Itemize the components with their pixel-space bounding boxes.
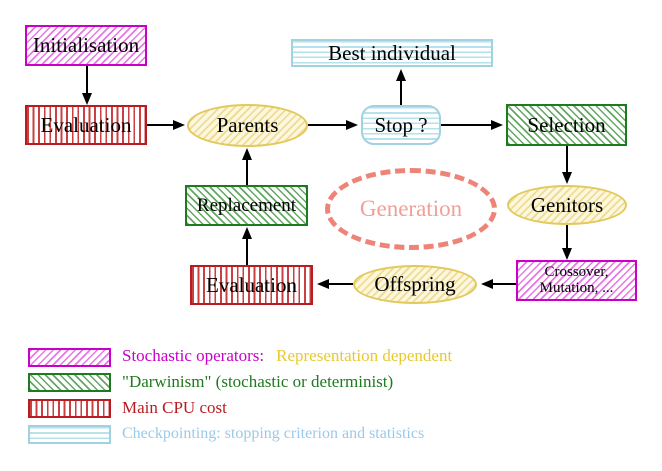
node-crossover-mutation: Crossover, Mutation, ...	[516, 260, 637, 301]
node-initialisation-label: Initialisation	[32, 33, 140, 58]
arrowhead-down-icon	[562, 172, 572, 184]
legend-label-stochastic-operators: Stochastic operators:	[122, 346, 265, 365]
legend-row-stochastic-operators: Stochastic operators: Representation depe…	[122, 346, 452, 366]
arrow-line-stop-to-selection	[441, 124, 492, 126]
arrowhead-left-icon	[481, 279, 493, 289]
generation-label: Generation	[359, 196, 463, 221]
legend-label-darwinism: "Darwinism" (stochastic or determinist)	[122, 372, 394, 391]
node-parents-label: Parents	[216, 113, 279, 138]
arrowhead-right-icon	[491, 120, 503, 130]
arrow-line-init-to-evaluation	[86, 66, 88, 94]
arrowhead-up-icon	[242, 227, 252, 239]
arrowhead-up-icon	[396, 69, 406, 81]
arrow-line-parents-to-stop	[308, 124, 347, 126]
node-offspring-label: Offspring	[374, 272, 456, 297]
arrowhead-right-icon	[346, 120, 358, 130]
generation-loop-ellipse: Generation	[325, 168, 497, 250]
arrow-line-genitors-to-crossover	[566, 225, 568, 249]
arrow-line-evaluation-to-replacement	[246, 239, 248, 265]
node-evaluation-bottom: Evaluation	[190, 265, 313, 305]
legend-swatch-checkpointing	[28, 425, 111, 444]
node-offspring: Offspring	[353, 265, 477, 304]
legend-swatch-stochastic-operators	[28, 348, 111, 367]
node-initialisation: Initialisation	[25, 25, 147, 66]
legend-label-cpu-cost: Main CPU cost	[122, 398, 227, 417]
legend-label-representation-dependent: Representation dependent	[276, 346, 453, 365]
arrowhead-up-icon	[242, 148, 252, 160]
arrow-line-evaluation-to-parents	[147, 124, 174, 126]
node-evaluation-top-label: Evaluation	[40, 112, 132, 137]
arrow-line-stop-to-best	[400, 81, 402, 105]
node-replacement-label: Replacement	[196, 194, 297, 216]
arrow-line-offspring-to-evaluation	[329, 283, 353, 285]
node-evaluation-bottom-label: Evaluation	[206, 272, 297, 297]
node-selection: Selection	[506, 104, 627, 146]
node-crossover-line1: Crossover,	[544, 263, 609, 280]
node-stop-label: Stop ?	[374, 112, 428, 137]
node-evaluation-top: Evaluation	[25, 105, 147, 145]
legend-swatch-darwinism	[28, 373, 111, 392]
arrowhead-down-icon	[562, 248, 572, 260]
arrowhead-right-icon	[173, 120, 185, 130]
arrow-line-crossover-to-offspring	[493, 283, 516, 285]
node-stop: Stop ?	[361, 105, 441, 145]
arrowhead-down-icon	[82, 93, 92, 105]
arrow-line-selection-to-genitors	[566, 146, 568, 173]
legend-swatch-cpu-cost	[28, 399, 111, 418]
arrow-line-replacement-to-parents	[246, 160, 248, 185]
legend-label-checkpointing: Checkpointing: stopping criterion and st…	[122, 425, 425, 442]
node-selection-label: Selection	[527, 112, 606, 137]
node-replacement: Replacement	[185, 185, 308, 226]
node-genitors: Genitors	[507, 185, 627, 225]
arrowhead-left-icon	[317, 279, 329, 289]
node-best-individual: Best individual	[291, 39, 493, 67]
node-parents: Parents	[187, 104, 308, 147]
node-genitors-label: Genitors	[530, 192, 604, 217]
node-crossover-line2: Mutation, ...	[539, 279, 614, 296]
node-best-individual-label: Best individual	[328, 40, 456, 65]
